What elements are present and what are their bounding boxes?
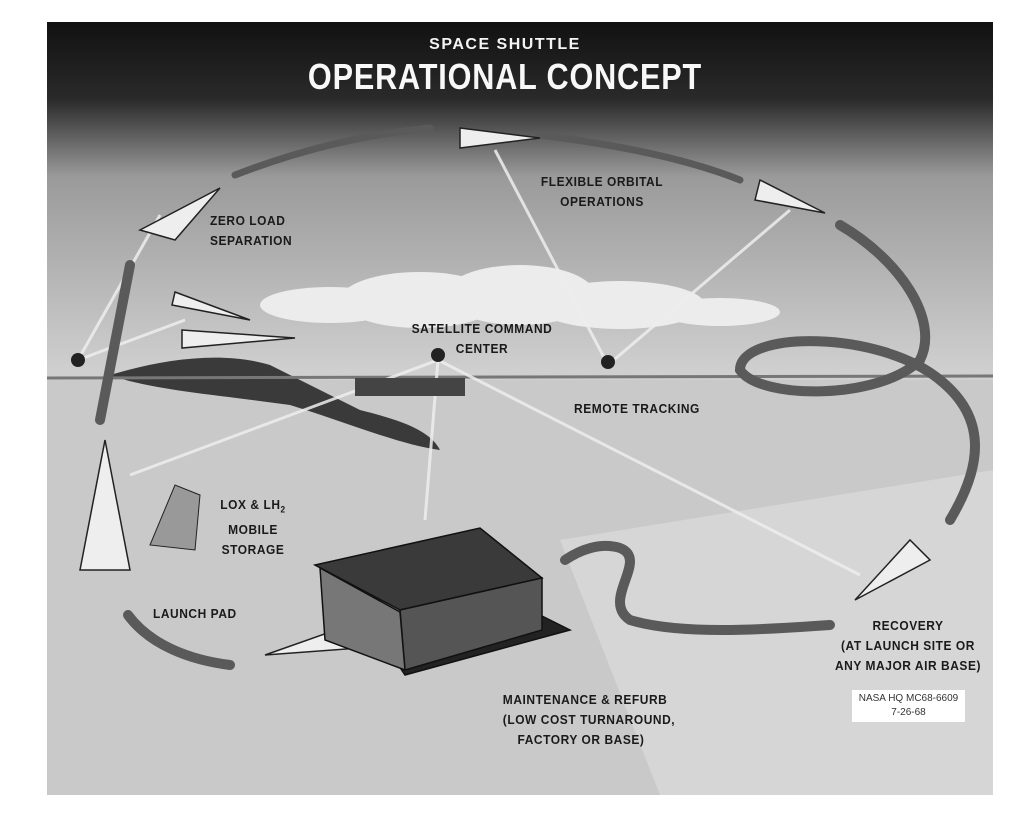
stamp-id: NASA HQ MC68-6609 xyxy=(858,693,959,704)
lox-storage-icon xyxy=(149,484,201,551)
label-line: FLEXIBLE ORBITAL xyxy=(540,174,664,189)
label-text: LOX & LH xyxy=(220,497,281,512)
label-line: OPERATIONS xyxy=(560,194,644,209)
booster-icon xyxy=(171,290,251,321)
label-maintenance: MAINTENANCE & REFURB (LOW COST TURNAROUN… xyxy=(502,690,676,750)
label-line: (AT LAUNCH SITE OR xyxy=(841,638,975,653)
horizon xyxy=(46,374,994,380)
label-line: MOBILE xyxy=(228,521,278,537)
shuttle-reentry-icon xyxy=(754,178,826,214)
label-line: (LOW COST TURNAROUND, xyxy=(502,712,676,727)
label-satellite-command-center: SATELLITE COMMAND CENTER xyxy=(408,319,555,359)
label-line: CENTER xyxy=(455,341,509,356)
label-line: MAINTENANCE & REFURB xyxy=(502,692,668,707)
shuttle-orbit-icon xyxy=(459,127,541,149)
label-lox-storage: LOX & LH2 MOBILE STORAGE xyxy=(212,495,295,560)
page-title: OPERATIONAL CONCEPT xyxy=(307,56,703,97)
label-line: RECOVERY xyxy=(872,618,944,633)
shuttle-launch-icon xyxy=(79,439,131,571)
clouds xyxy=(260,265,780,329)
command-center-building xyxy=(355,378,465,396)
stamp-date: 7-26-68 xyxy=(891,707,926,718)
label-line: FACTORY OR BASE) xyxy=(517,732,645,747)
label-recovery: RECOVERY (AT LAUNCH SITE OR ANY MAJOR AI… xyxy=(834,616,981,676)
label-line: SATELLITE COMMAND xyxy=(411,321,553,336)
label-flexible-orbital-operations: FLEXIBLE ORBITAL OPERATIONS xyxy=(538,172,667,212)
shuttle-recovery-icon xyxy=(854,538,932,601)
trajectory-arrows xyxy=(95,124,980,670)
subscript: 2 xyxy=(280,504,286,515)
label-launch-pad: LAUNCH PAD xyxy=(153,606,237,621)
label-remote-tracking: REMOTE TRACKING xyxy=(574,401,700,416)
booster-icon xyxy=(181,329,296,349)
label-line: SEPARATION xyxy=(210,233,293,248)
shuttle-separation-icon xyxy=(137,187,221,241)
title-subtitle: SPACE SHUTTLE xyxy=(429,36,581,53)
label-line: LOX & LH2 xyxy=(212,495,295,520)
photo-id-stamp: NASA HQ MC68-6609 7-26-68 xyxy=(852,690,965,722)
label-zero-load-separation: ZERO LOAD SEPARATION xyxy=(210,211,292,251)
label-line: ZERO LOAD xyxy=(210,213,286,228)
hangar-icon xyxy=(312,527,573,676)
tracking-antenna-icons xyxy=(71,348,615,369)
label-line: ANY MAJOR AIR BASE) xyxy=(834,658,982,673)
tracking-beams xyxy=(76,149,861,577)
label-line: STORAGE xyxy=(221,541,285,557)
hills xyxy=(110,357,440,450)
